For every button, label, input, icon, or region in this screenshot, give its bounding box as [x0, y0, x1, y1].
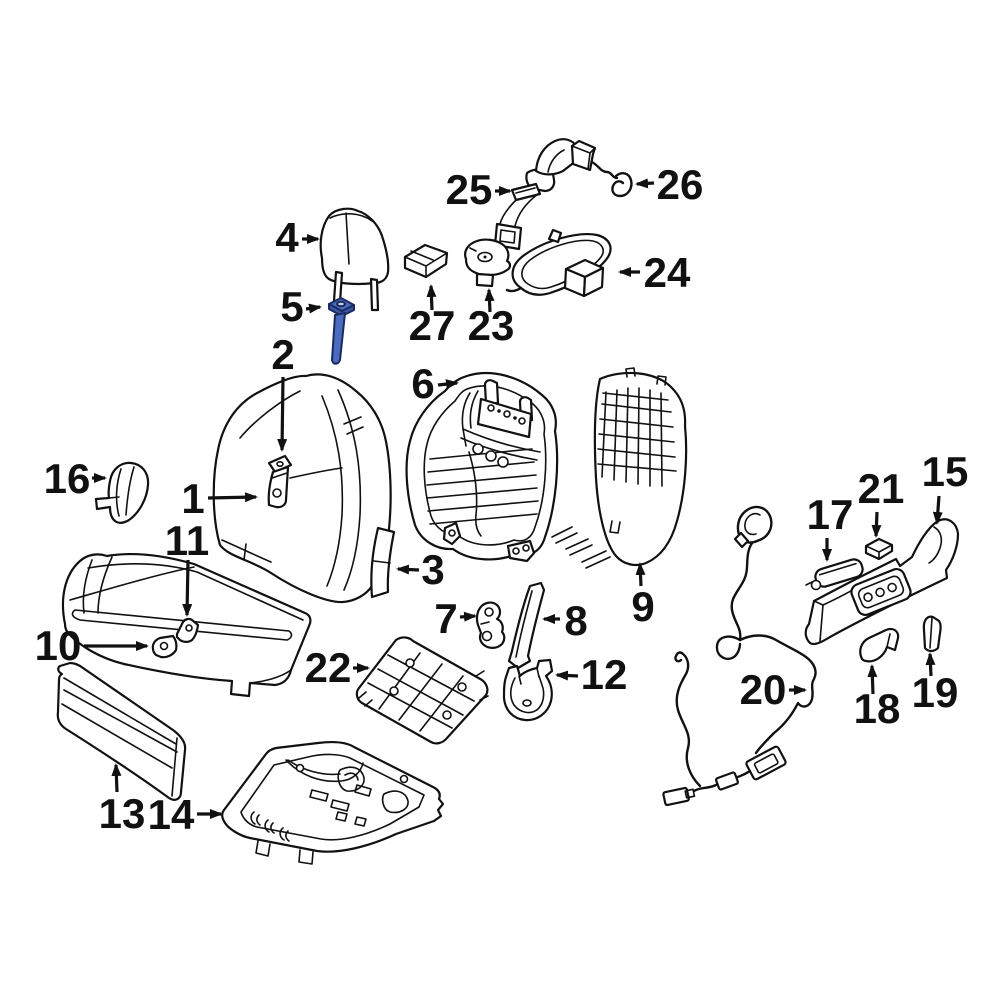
wiring-harness-illustration — [662, 505, 817, 807]
module-block-illustration — [403, 243, 449, 279]
callout-18: 18 — [854, 664, 901, 732]
callout-5: 5 — [280, 283, 322, 330]
callouts-layer: 1 2 3 4 5 6 7 8 — [35, 161, 969, 838]
seat-switch-illustration — [805, 558, 864, 591]
callout-10: 10 — [35, 622, 149, 669]
callout-20: 20 — [740, 666, 807, 713]
belt-guide-bracket-illustration — [493, 182, 542, 251]
callout-number: 8 — [564, 597, 587, 644]
seat-pan-illustration — [221, 740, 445, 865]
callout-number: 16 — [44, 455, 91, 502]
frame-wire-illustration — [505, 228, 612, 298]
leader-arrow — [635, 562, 646, 587]
callout-11: 11 — [165, 517, 209, 617]
recliner-knob-illustration — [859, 627, 900, 663]
callout-number: 1 — [181, 475, 204, 522]
callout-19: 19 — [912, 652, 959, 716]
leader-arrow — [484, 288, 495, 313]
callout-17: 17 — [807, 491, 854, 562]
callout-13: 13 — [99, 763, 146, 837]
switch-block-illustration — [864, 537, 894, 561]
callout-number: 20 — [740, 666, 787, 713]
callout-24: 24 — [618, 249, 691, 296]
trim-strip-illustration — [370, 526, 396, 599]
leader-arrow — [555, 670, 579, 681]
callout-21: 21 — [858, 465, 905, 538]
heater-pad-illustration — [355, 636, 489, 745]
callout-number: 10 — [35, 622, 82, 669]
headrest-illustration — [319, 207, 390, 312]
callout-number: 21 — [858, 465, 905, 512]
callout-7: 7 — [434, 595, 477, 642]
seat-back-cushion-illustration — [212, 373, 392, 604]
callout-26: 26 — [635, 161, 704, 208]
callout-number: 13 — [99, 790, 146, 837]
callout-number: 7 — [434, 595, 457, 642]
callout-9: 9 — [631, 562, 655, 630]
seat-cushion-illustration — [61, 552, 312, 698]
callout-15: 15 — [922, 448, 969, 525]
callout-1: 1 — [181, 475, 258, 522]
leader-arrow — [932, 495, 943, 525]
leader-arrow — [111, 763, 122, 793]
side-trim-strip-illustration — [507, 581, 546, 670]
callout-number: 19 — [912, 669, 959, 716]
adjuster-knob-illustration — [922, 615, 942, 653]
callout-2: 2 — [271, 331, 295, 452]
callout-8: 8 — [542, 597, 588, 644]
callout-number: 5 — [280, 283, 303, 330]
callout-25: 25 — [446, 166, 512, 213]
leader-arrow — [396, 564, 420, 575]
headrest-guide-highlighted-illustration — [328, 297, 355, 365]
callout-number: 2 — [271, 331, 294, 378]
seat-back-frame-illustration — [405, 371, 559, 563]
side-cover-illustration — [94, 461, 150, 524]
leader-arrow — [925, 652, 936, 677]
callout-number: 22 — [305, 644, 352, 691]
recliner-cam-illustration — [464, 238, 512, 288]
leader-arrow — [207, 492, 258, 503]
callout-16: 16 — [44, 455, 107, 502]
leader-arrow — [182, 559, 193, 617]
leader-arrow — [867, 664, 878, 695]
clamp-bracket-illustration — [502, 658, 554, 722]
leader-arrow — [426, 284, 437, 311]
leader-arrow — [437, 379, 459, 390]
callout-number: 24 — [644, 249, 691, 296]
callout-number: 15 — [922, 448, 969, 495]
front-valance-illustration — [56, 661, 187, 801]
callout-number: 9 — [631, 583, 654, 630]
side-valance-illustration — [804, 518, 960, 646]
callout-23: 23 — [468, 288, 515, 349]
small-bracket-illustration — [475, 601, 506, 649]
callout-number: 11 — [165, 517, 209, 564]
callout-number: 3 — [421, 546, 444, 593]
leader-arrow — [871, 511, 882, 538]
callout-number: 18 — [854, 685, 901, 732]
callout-number: 27 — [409, 302, 456, 349]
callout-27: 27 — [409, 284, 456, 349]
callout-number: 4 — [275, 214, 299, 261]
callout-4: 4 — [275, 214, 320, 261]
callout-3: 3 — [396, 546, 445, 593]
callout-number: 17 — [807, 491, 854, 538]
callout-number: 6 — [411, 360, 434, 407]
leader-arrow — [459, 611, 477, 622]
callout-12: 12 — [555, 651, 628, 698]
callout-number: 14 — [148, 791, 195, 838]
leader-arrow — [277, 376, 288, 452]
callout-number: 23 — [468, 302, 515, 349]
callout-number: 12 — [581, 651, 628, 698]
callout-number: 26 — [657, 161, 704, 208]
callout-14: 14 — [148, 791, 223, 838]
leader-arrow — [305, 303, 322, 314]
leader-arrow — [635, 178, 655, 189]
callout-6: 6 — [411, 360, 459, 407]
seat-back-panel-illustration — [551, 367, 688, 569]
harness-arm-illustration — [525, 138, 633, 198]
callout-number: 25 — [446, 166, 493, 213]
callout-22: 22 — [305, 644, 370, 691]
